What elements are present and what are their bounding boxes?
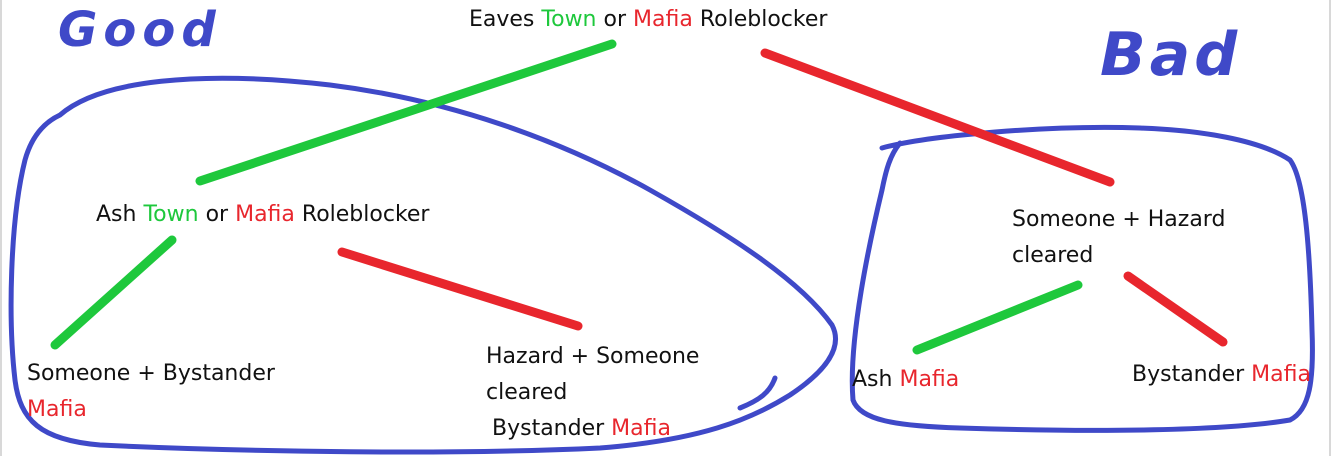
mafia-label: Mafia — [633, 7, 693, 32]
node-line: Bystander Mafia — [486, 411, 699, 447]
node-eaves-roleblocker: Eaves Town or Mafia Roleblocker — [469, 2, 827, 38]
node-word: Eaves — [469, 7, 535, 32]
mafia-label: Mafia — [1251, 362, 1311, 387]
edge-someone-hazard-to-ash-mafia-town — [912, 280, 1083, 355]
node-ash-mafia: Ash Mafia — [852, 362, 959, 398]
edge-root-to-someone-hazard-mafia — [760, 48, 1115, 187]
edge-someone-hazard-to-bystander-mafia — [1123, 271, 1228, 347]
node-line: Someone + Hazard — [1012, 207, 1226, 232]
node-word: Ash — [96, 202, 137, 227]
node-word: Roleblocker — [301, 202, 430, 227]
node-ash-roleblocker: Ash Town or Mafia Roleblocker — [96, 197, 429, 233]
good-handwritten-label: Good — [58, 2, 222, 58]
edge-ash-to-someone-bystander-town — [50, 235, 177, 350]
edge-ash-to-hazard-someone-mafia — [337, 247, 583, 331]
node-word: or — [205, 202, 229, 227]
good-loop-tail — [737, 375, 778, 411]
node-bystander-mafia: Bystander Mafia — [1132, 357, 1311, 393]
node-word: Roleblocker — [699, 7, 828, 32]
node-line: cleared — [486, 380, 568, 405]
node-line: cleared — [1012, 243, 1094, 268]
town-label: Town — [143, 202, 199, 227]
mafia-label: Mafia — [899, 367, 960, 392]
edge-root-to-ash-town — [195, 39, 617, 186]
node-word: Bystander — [1132, 362, 1245, 387]
bad-enclosure-loop — [849, 124, 1315, 433]
mafia-label: Mafia — [611, 416, 671, 441]
bad-handwritten-label: Bad — [1100, 20, 1242, 90]
mafia-label: Mafia — [27, 397, 87, 422]
node-line: Hazard + Someone — [486, 344, 700, 369]
town-label: Town — [541, 7, 597, 32]
node-word: Bystander — [492, 416, 605, 441]
node-someone-bystander: Someone + Bystander Mafia — [27, 356, 275, 428]
mafia-label: Mafia — [235, 202, 295, 227]
node-word: or — [603, 7, 627, 32]
node-hazard-someone-cleared: Hazard + Someone cleared Bystander Mafia — [486, 339, 699, 447]
node-line: Someone + Bystander — [27, 361, 275, 386]
node-word: Ash — [852, 367, 893, 392]
node-someone-hazard-cleared: Someone + Hazard cleared — [1012, 202, 1225, 274]
